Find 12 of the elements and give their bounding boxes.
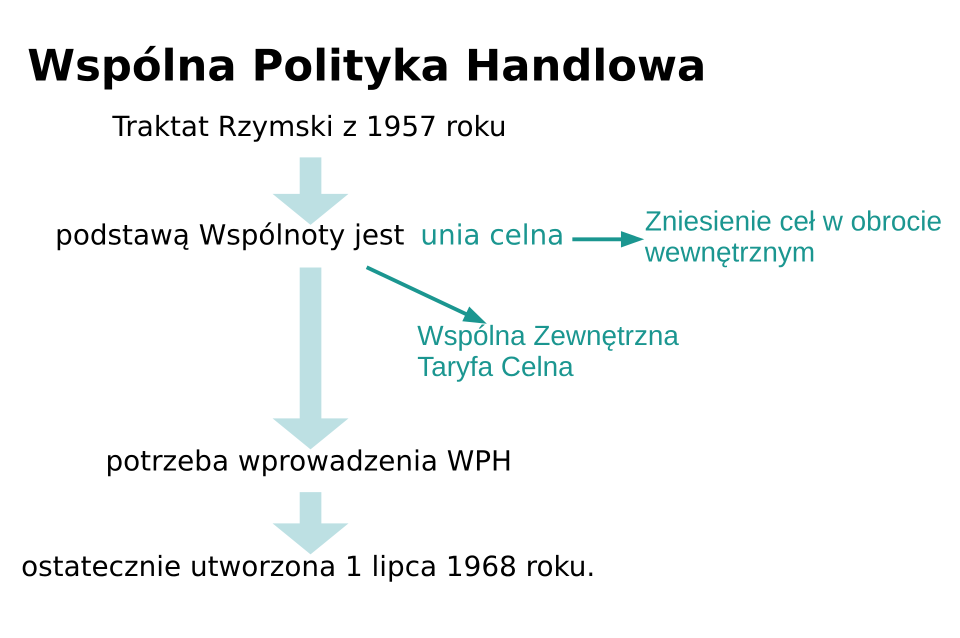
node-text: Traktat Rzymski z 1957 roku — [112, 110, 506, 144]
arrow — [366, 266, 487, 324]
arrow — [272, 492, 348, 554]
node-text: ostatecznie utworzona 1 lipca 1968 roku. — [21, 550, 596, 583]
diagram-title: Wspólna Polityka Handlowa — [27, 42, 706, 92]
node-text: Wspólna Zewnętrzna Taryfa Celna — [417, 320, 679, 382]
arrow — [272, 268, 348, 450]
arrow — [572, 231, 644, 248]
node-text: podstawą Wspólnoty jest unia celna — [55, 218, 564, 252]
node-text: Zniesienie ceł w obrocie wewnętrznym — [644, 206, 942, 268]
arrow — [272, 157, 348, 225]
node-text: potrzeba wprowadzenia WPH — [105, 444, 512, 478]
